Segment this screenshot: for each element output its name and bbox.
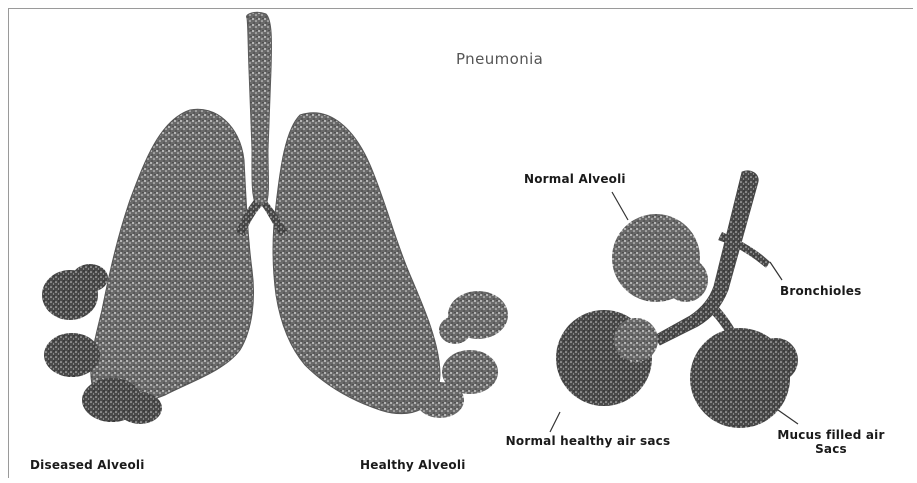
trachea-shape bbox=[247, 12, 272, 205]
label-healthy-alveoli: Healthy Alveoli bbox=[360, 458, 466, 472]
alveoli-cluster-left-upper-b bbox=[72, 264, 108, 292]
normal-air-sacs-cluster-b bbox=[614, 318, 658, 362]
normal-alveoli-sac-b bbox=[664, 258, 708, 302]
leader-mucus-air-sacs bbox=[778, 410, 798, 424]
alveoli-cluster-right-upper-b bbox=[439, 316, 471, 344]
leader-normal-alveoli bbox=[612, 192, 628, 220]
leader-normal-air-sacs bbox=[550, 412, 560, 432]
left-lung-shape bbox=[91, 109, 254, 404]
alveoli-cluster-right-lower bbox=[416, 382, 464, 418]
diagram-title: Pneumonia bbox=[456, 50, 543, 68]
label-diseased-alveoli: Diseased Alveoli bbox=[30, 458, 145, 472]
label-normal-air-sacs: Normal healthy air sacs bbox=[505, 434, 671, 448]
label-bronchioles: Bronchioles bbox=[780, 284, 861, 298]
label-normal-alveoli: Normal Alveoli bbox=[524, 172, 626, 186]
right-lung-shape bbox=[273, 113, 440, 414]
alveoli-cluster-left-middle bbox=[44, 333, 100, 377]
mucus-air-sacs-cluster-b bbox=[754, 338, 798, 382]
label-mucus-air-sacs: Mucus filled air Sacs bbox=[766, 428, 896, 456]
leader-bronchioles bbox=[770, 262, 782, 280]
alveoli-cluster-left-lower-b bbox=[118, 392, 162, 424]
lungs-group bbox=[91, 12, 440, 413]
bronchiole-detail-group bbox=[556, 171, 798, 428]
